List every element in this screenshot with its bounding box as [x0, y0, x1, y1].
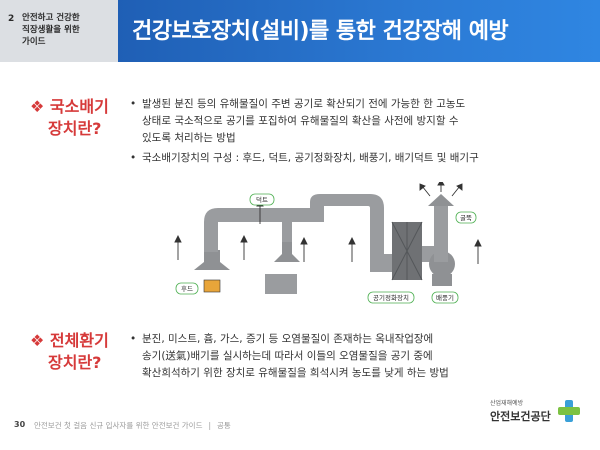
section-label-general-ventilation: ❖ 전체환기 장치란?: [30, 330, 109, 374]
airflow-arrows: [174, 182, 482, 264]
stack-shape: [434, 206, 448, 262]
bullet-line: 발생된 분진 등의 유해물질이 주변 공기로 확산되기 전에 가능한 한 고농도: [142, 98, 466, 110]
chapter-title-line: 안전하고 건강한: [22, 13, 80, 23]
label-exhaust-outlet-text: 굴뚝: [460, 214, 472, 222]
chapter-title: 안전하고 건강한 직장생활을 위한 가이드: [22, 12, 114, 48]
section-label-local-exhaust: ❖ 국소배기 장치란?: [30, 96, 109, 140]
chapter-box: 2 안전하고 건강한 직장생활을 위한 가이드: [0, 0, 118, 62]
footer-text: 안전보건 첫 걸음 신규 입사자를 위한 안전보건 가이드 | 공통: [34, 420, 231, 431]
bullet-line: 송기(送氣)배기를 실시하는데 따라서 이들의 오염물질을 공기 중에: [142, 350, 433, 362]
label-duct-text: 덕트: [256, 195, 268, 204]
machine-shape: [265, 274, 297, 294]
kosha-logo: 산업재해예방 안전보건공단: [490, 398, 582, 430]
page-footer: 30 안전보건 첫 걸음 신규 입사자를 위한 안전보건 가이드 | 공통: [0, 416, 600, 436]
chapter-title-line: 직장생활을 위한: [22, 25, 80, 35]
duct-shape: [310, 194, 392, 272]
bullet-dot: •: [130, 152, 137, 164]
section-label-text: 전체환기: [49, 331, 109, 350]
section-label-line: ❖ 전체환기: [30, 331, 109, 350]
page-title: 건강보호장치(설비)를 통한 건강장해 예방: [132, 19, 509, 44]
logo-mark-icon: [558, 400, 580, 422]
logo-small-text: 산업재해예방: [490, 400, 524, 407]
duct-shape: [282, 222, 292, 242]
section-label-line: ❖ 국소배기: [30, 97, 109, 116]
chapter-number: 2: [8, 14, 15, 24]
label-hood: 후드: [175, 282, 199, 295]
bullet-item: • 국소배기장치의 구성 : 후드, 덕트, 공기정화장치, 배풍기, 배기덕트…: [130, 150, 479, 167]
bullet-dot: •: [130, 333, 137, 345]
section-label-text: 국소배기: [49, 97, 109, 116]
bullet-line: 국소배기장치의 구성 : 후드, 덕트, 공기정화장치, 배풍기, 배기덕트 및…: [142, 152, 479, 164]
hood-shape: [274, 240, 300, 262]
footer-separator: |: [208, 421, 212, 430]
footer-title: 안전보건 첫 걸음 신규 입사자를 위한 안전보건 가이드: [34, 421, 203, 430]
label-hood-text: 후드: [181, 285, 193, 293]
bullet-dot: •: [130, 98, 137, 110]
label-duct: 덕트: [249, 193, 275, 206]
logo-name: 안전보건공단: [490, 410, 551, 423]
local-exhaust-diagram: 덕트 후드 굴뚝 공기정화장치 배풍기: [174, 182, 482, 304]
label-air-cleaner-text: 공기정화장치: [373, 293, 409, 302]
label-fan-text: 배풍기: [436, 293, 454, 302]
stack-cap: [428, 194, 454, 206]
bullet-line: 상태로 국소적으로 공기를 포집하여 유해물질의 확산을 사전에 방지할 수: [142, 115, 459, 127]
chapter-title-line: 가이드: [22, 37, 46, 47]
emission-source: [203, 279, 221, 293]
label-fan: 배풍기: [431, 291, 459, 304]
fan-base: [432, 274, 452, 286]
duct-shape: [204, 208, 318, 252]
hood-shape: [194, 250, 230, 270]
bullet-item: • 분진, 미스트, 흄, 가스, 증기 등 오염물질이 존재하는 옥내작업장에…: [130, 331, 449, 382]
page-number: 30: [14, 420, 26, 429]
title-bar: 건강보호장치(설비)를 통한 건강장해 예방: [118, 0, 600, 62]
bullet-line: 분진, 미스트, 흄, 가스, 증기 등 오염물질이 존재하는 옥내작업장에: [142, 333, 434, 345]
section-label-line: 장치란?: [48, 119, 102, 138]
page-header: 2 안전하고 건강한 직장생활을 위한 가이드 건강보호장치(설비)를 통한 건…: [0, 0, 600, 62]
air-cleaner-hatch: [391, 221, 423, 281]
bullet-item: • 발생된 분진 등의 유해물질이 주변 공기로 확산되기 전에 가능한 한 고…: [130, 96, 465, 147]
bullet-line: 있도록 처리하는 방법: [142, 132, 236, 144]
section-label-line: 장치란?: [48, 353, 102, 372]
bullet-line: 확산희석하기 위한 장치로 유해물질을 희석시켜 농도를 낮게 하는 방법: [142, 367, 449, 379]
label-air-cleaner: 공기정화장치: [367, 291, 415, 304]
footer-category: 공통: [217, 421, 231, 430]
label-exhaust-outlet: 굴뚝: [455, 211, 477, 224]
